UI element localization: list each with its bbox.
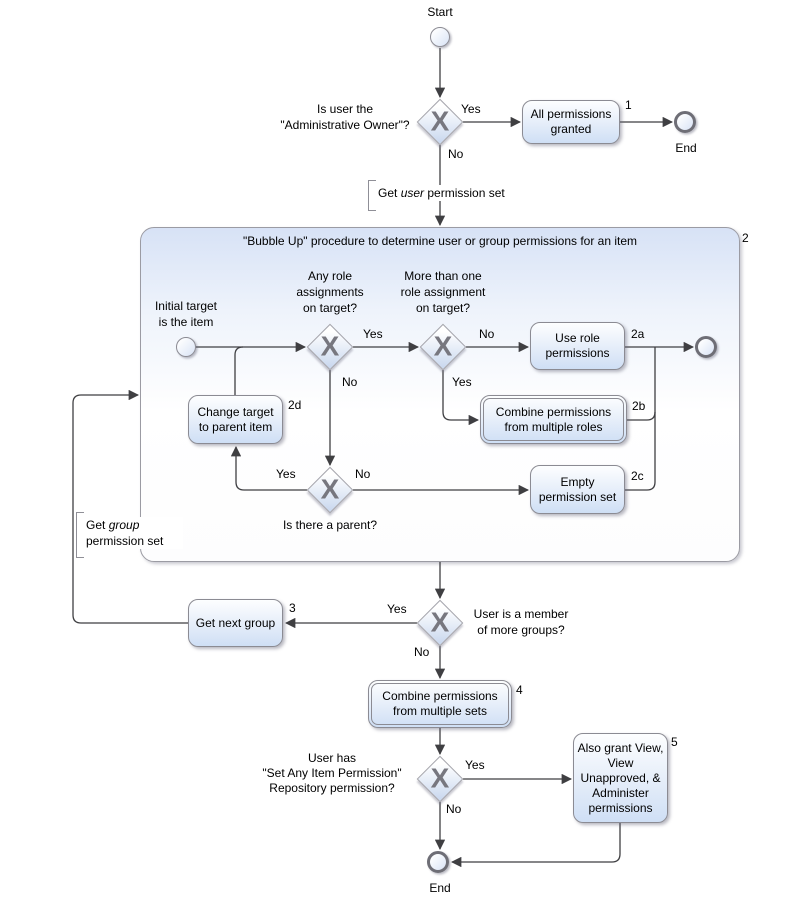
end-label-top: End	[675, 141, 697, 155]
task-number-5: 5	[671, 735, 678, 749]
gateway-more-roles: X	[419, 323, 467, 371]
task-number-2d: 2d	[288, 398, 302, 412]
end-event-container	[695, 336, 717, 358]
end-label-bottom: End	[429, 881, 451, 895]
task-combine-roles: Combine permissions from multiple roles	[480, 395, 627, 444]
edge-label-no: No	[448, 147, 464, 161]
task-all-permissions: All permissions granted	[522, 100, 620, 144]
gateway-set-any-item: X	[416, 755, 464, 803]
start-event	[430, 27, 450, 47]
question-admin-owner: Is user the "Administrative Owner"?	[280, 102, 410, 132]
annotation-get-group: Get group permission set	[84, 517, 183, 549]
task-get-next-group: Get next group	[188, 599, 283, 647]
annotation-get-user: Get user permission set	[376, 185, 507, 201]
task-number-2a: 2a	[631, 327, 645, 341]
exclusive-gateway-x-icon: X	[430, 606, 450, 638]
exclusive-gateway-x-icon: X	[433, 330, 453, 362]
question-more-roles: More than one role assignment on target?	[400, 269, 486, 315]
exclusive-gateway-x-icon: X	[430, 762, 450, 794]
edge-alsogrant-to-end	[450, 823, 621, 868]
end-event-bottom	[427, 851, 449, 873]
task-also-grant: Also grant View, View Unapproved, & Admi…	[573, 733, 668, 823]
gateway-admin-owner: X	[416, 98, 464, 146]
task-empty-set: Empty permission set	[530, 465, 625, 514]
gateway-more-groups: X	[416, 599, 464, 647]
gateway-has-parent: X	[306, 466, 354, 514]
container-number: 2	[742, 231, 749, 245]
edge-label-yes: Yes	[387, 602, 407, 616]
start-label: Start	[427, 5, 453, 19]
edge-label-yes: Yes	[363, 327, 383, 341]
gateway-any-role: X	[306, 323, 354, 371]
edge-label-no: No	[446, 802, 462, 816]
question-has-parent: Is there a parent?	[282, 518, 378, 532]
task-number-2c: 2c	[631, 469, 644, 483]
task-change-target: Change target to parent item	[188, 395, 283, 444]
question-any-role: Any role assignments on target?	[296, 269, 364, 315]
edge-label-no: No	[479, 327, 495, 341]
exclusive-gateway-x-icon: X	[430, 105, 450, 137]
edge-label-yes: Yes	[461, 102, 481, 116]
task-number-4: 4	[516, 683, 523, 697]
question-more-groups: User is a member of more groups?	[473, 607, 569, 637]
exclusive-gateway-x-icon: X	[320, 473, 340, 505]
end-event-top	[674, 111, 696, 133]
edge-label-yes: Yes	[276, 467, 296, 481]
task-number-1: 1	[625, 98, 632, 112]
annotation-bracket	[76, 512, 84, 558]
question-set-any-item: User has "Set Any Item Permission" Repos…	[262, 751, 402, 795]
task-combine-sets: Combine permissions from multiple sets	[368, 680, 512, 728]
bubble-up-title: "Bubble Up" procedure to determine user …	[242, 234, 638, 248]
edge-label-yes: Yes	[465, 758, 485, 772]
edge-label-yes: Yes	[452, 375, 472, 389]
edge-label-no: No	[342, 375, 358, 389]
initial-target-label: Initial target is the item	[154, 299, 218, 329]
task-use-role: Use role permissions	[530, 322, 625, 370]
edge-label-no: No	[355, 467, 371, 481]
initial-target-event	[176, 337, 196, 357]
edge-label-no: No	[414, 645, 430, 659]
exclusive-gateway-x-icon: X	[320, 330, 340, 362]
task-number-2b: 2b	[632, 399, 646, 413]
task-number-3: 3	[289, 601, 296, 615]
annotation-bracket	[368, 180, 376, 211]
